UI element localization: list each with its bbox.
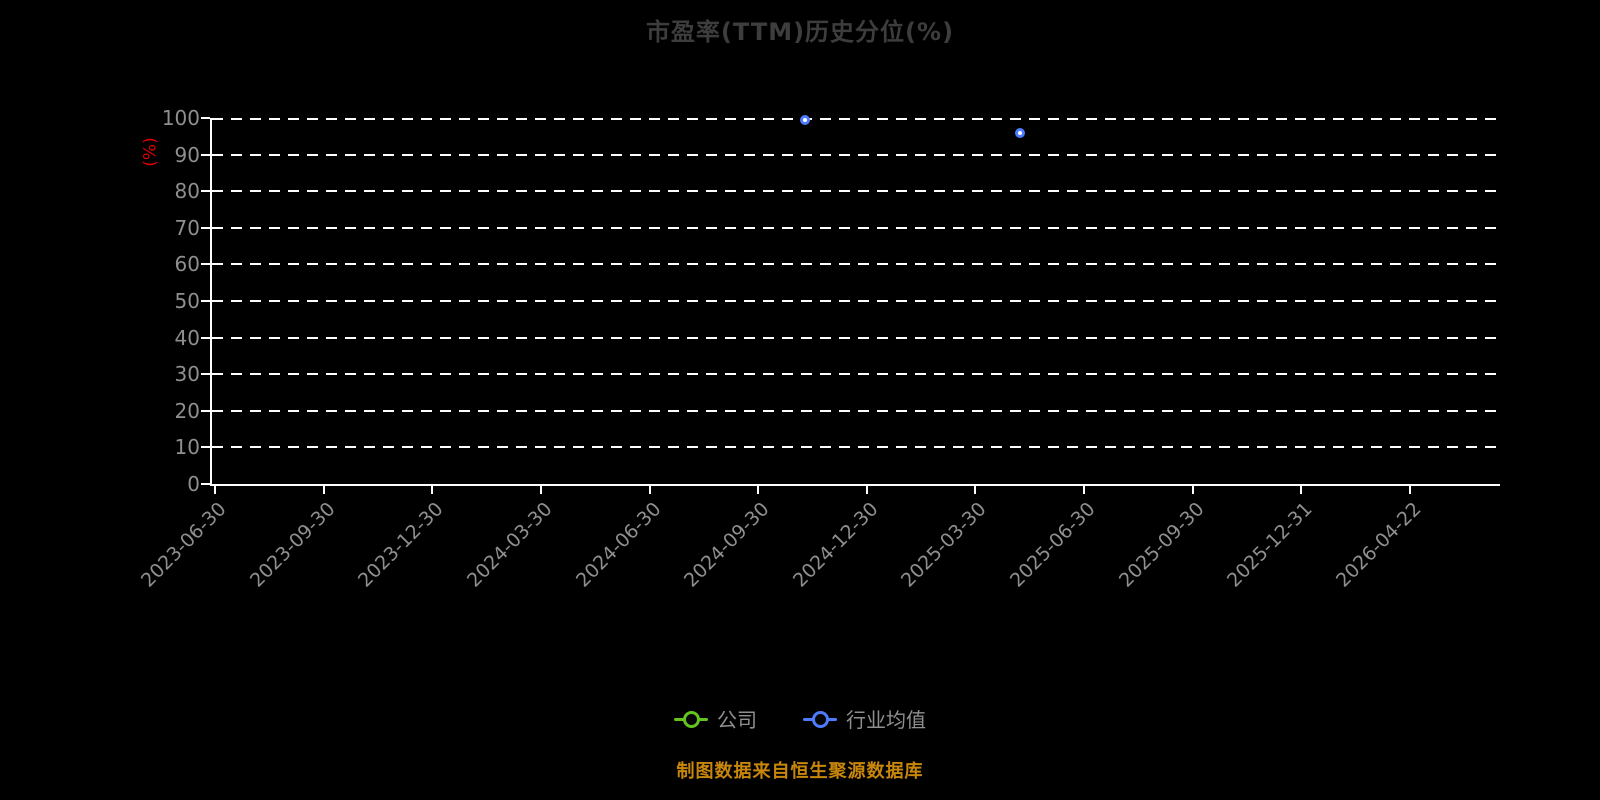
x-tick-label: 2025-06-30 [1005,498,1100,592]
x-tick-mark [323,486,325,494]
legend-label: 公司 [717,708,757,732]
y-tick-mark [201,337,210,339]
legend-marker-icon [674,710,708,728]
y-tick-mark [201,154,210,156]
x-tick-mark [540,486,542,494]
x-tick-label: 2024-09-30 [679,498,774,592]
x-tick-mark [1083,486,1085,494]
x-tick-label: 2026-04-22 [1331,498,1426,592]
gridline-y-60 [212,263,1500,265]
x-tick-mark [974,486,976,494]
gridline-y-20 [212,410,1500,412]
gridline-y-90 [212,154,1500,156]
legend-item-公司[interactable]: 公司 [674,704,757,733]
y-tick-label: 60 [174,252,200,276]
gridline-y-70 [212,227,1500,229]
x-tick-label: 2025-12-31 [1222,498,1317,592]
legend-circle-icon [683,710,700,728]
y-tick-mark [201,483,210,485]
legend-item-行业均值[interactable]: 行业均值 [803,704,926,733]
y-tick-mark [201,410,210,412]
legend-marker-icon [803,710,837,728]
gridline-y-80 [212,190,1500,192]
legend-circle-icon [812,710,829,728]
y-tick-label: 100 [161,106,200,130]
legend: 公司 行业均值 [0,704,1600,733]
y-tick-mark [201,446,210,448]
y-tick-mark [201,117,210,119]
x-tick-mark [214,486,216,494]
x-tick-mark [757,486,759,494]
x-tick-mark [1300,486,1302,494]
y-tick-mark [201,227,210,229]
x-tick-label: 2024-03-30 [462,498,557,592]
y-tick-mark [201,263,210,265]
plot-area [210,118,1500,486]
y-tick-label: 30 [174,362,200,386]
x-tick-label: 2025-03-30 [896,498,991,592]
y-tick-label: 80 [174,179,200,203]
chart-title: 市盈率(TTM)历史分位(%) [645,18,955,46]
x-tick-label: 2024-06-30 [571,498,666,592]
y-tick-label: 50 [174,289,200,313]
y-tick-mark [201,190,210,192]
data-point-行业均值 [800,115,810,125]
y-tick-label: 10 [174,435,200,459]
y-tick-mark [201,373,210,375]
y-tick-label: 70 [174,216,200,240]
x-tick-label: 2024-12-30 [788,498,883,592]
x-tick-label: 2023-06-30 [136,498,231,592]
y-tick-mark [201,300,210,302]
gridline-y-40 [212,337,1500,339]
y-tick-label: 20 [174,399,200,423]
x-tick-mark [1192,486,1194,494]
x-tick-mark [649,486,651,494]
gridline-y-50 [212,300,1500,302]
x-tick-mark [866,486,868,494]
data-point-行业均值 [1015,128,1025,138]
gridline-y-100 [212,118,1500,120]
legend-label: 行业均值 [846,708,926,732]
gridline-y-10 [212,446,1500,448]
source-note: 制图数据来自恒生聚源数据库 [676,761,924,782]
x-tick-label: 2023-09-30 [245,498,340,592]
gridline-y-30 [212,373,1500,375]
y-tick-label: 90 [174,143,200,167]
y-tick-label: 0 [187,472,200,496]
x-tick-mark [431,486,433,494]
x-tick-mark [1409,486,1411,494]
x-tick-label: 2025-09-30 [1114,498,1209,592]
x-tick-label: 2023-12-30 [353,498,448,592]
y-tick-label: 40 [174,326,200,350]
